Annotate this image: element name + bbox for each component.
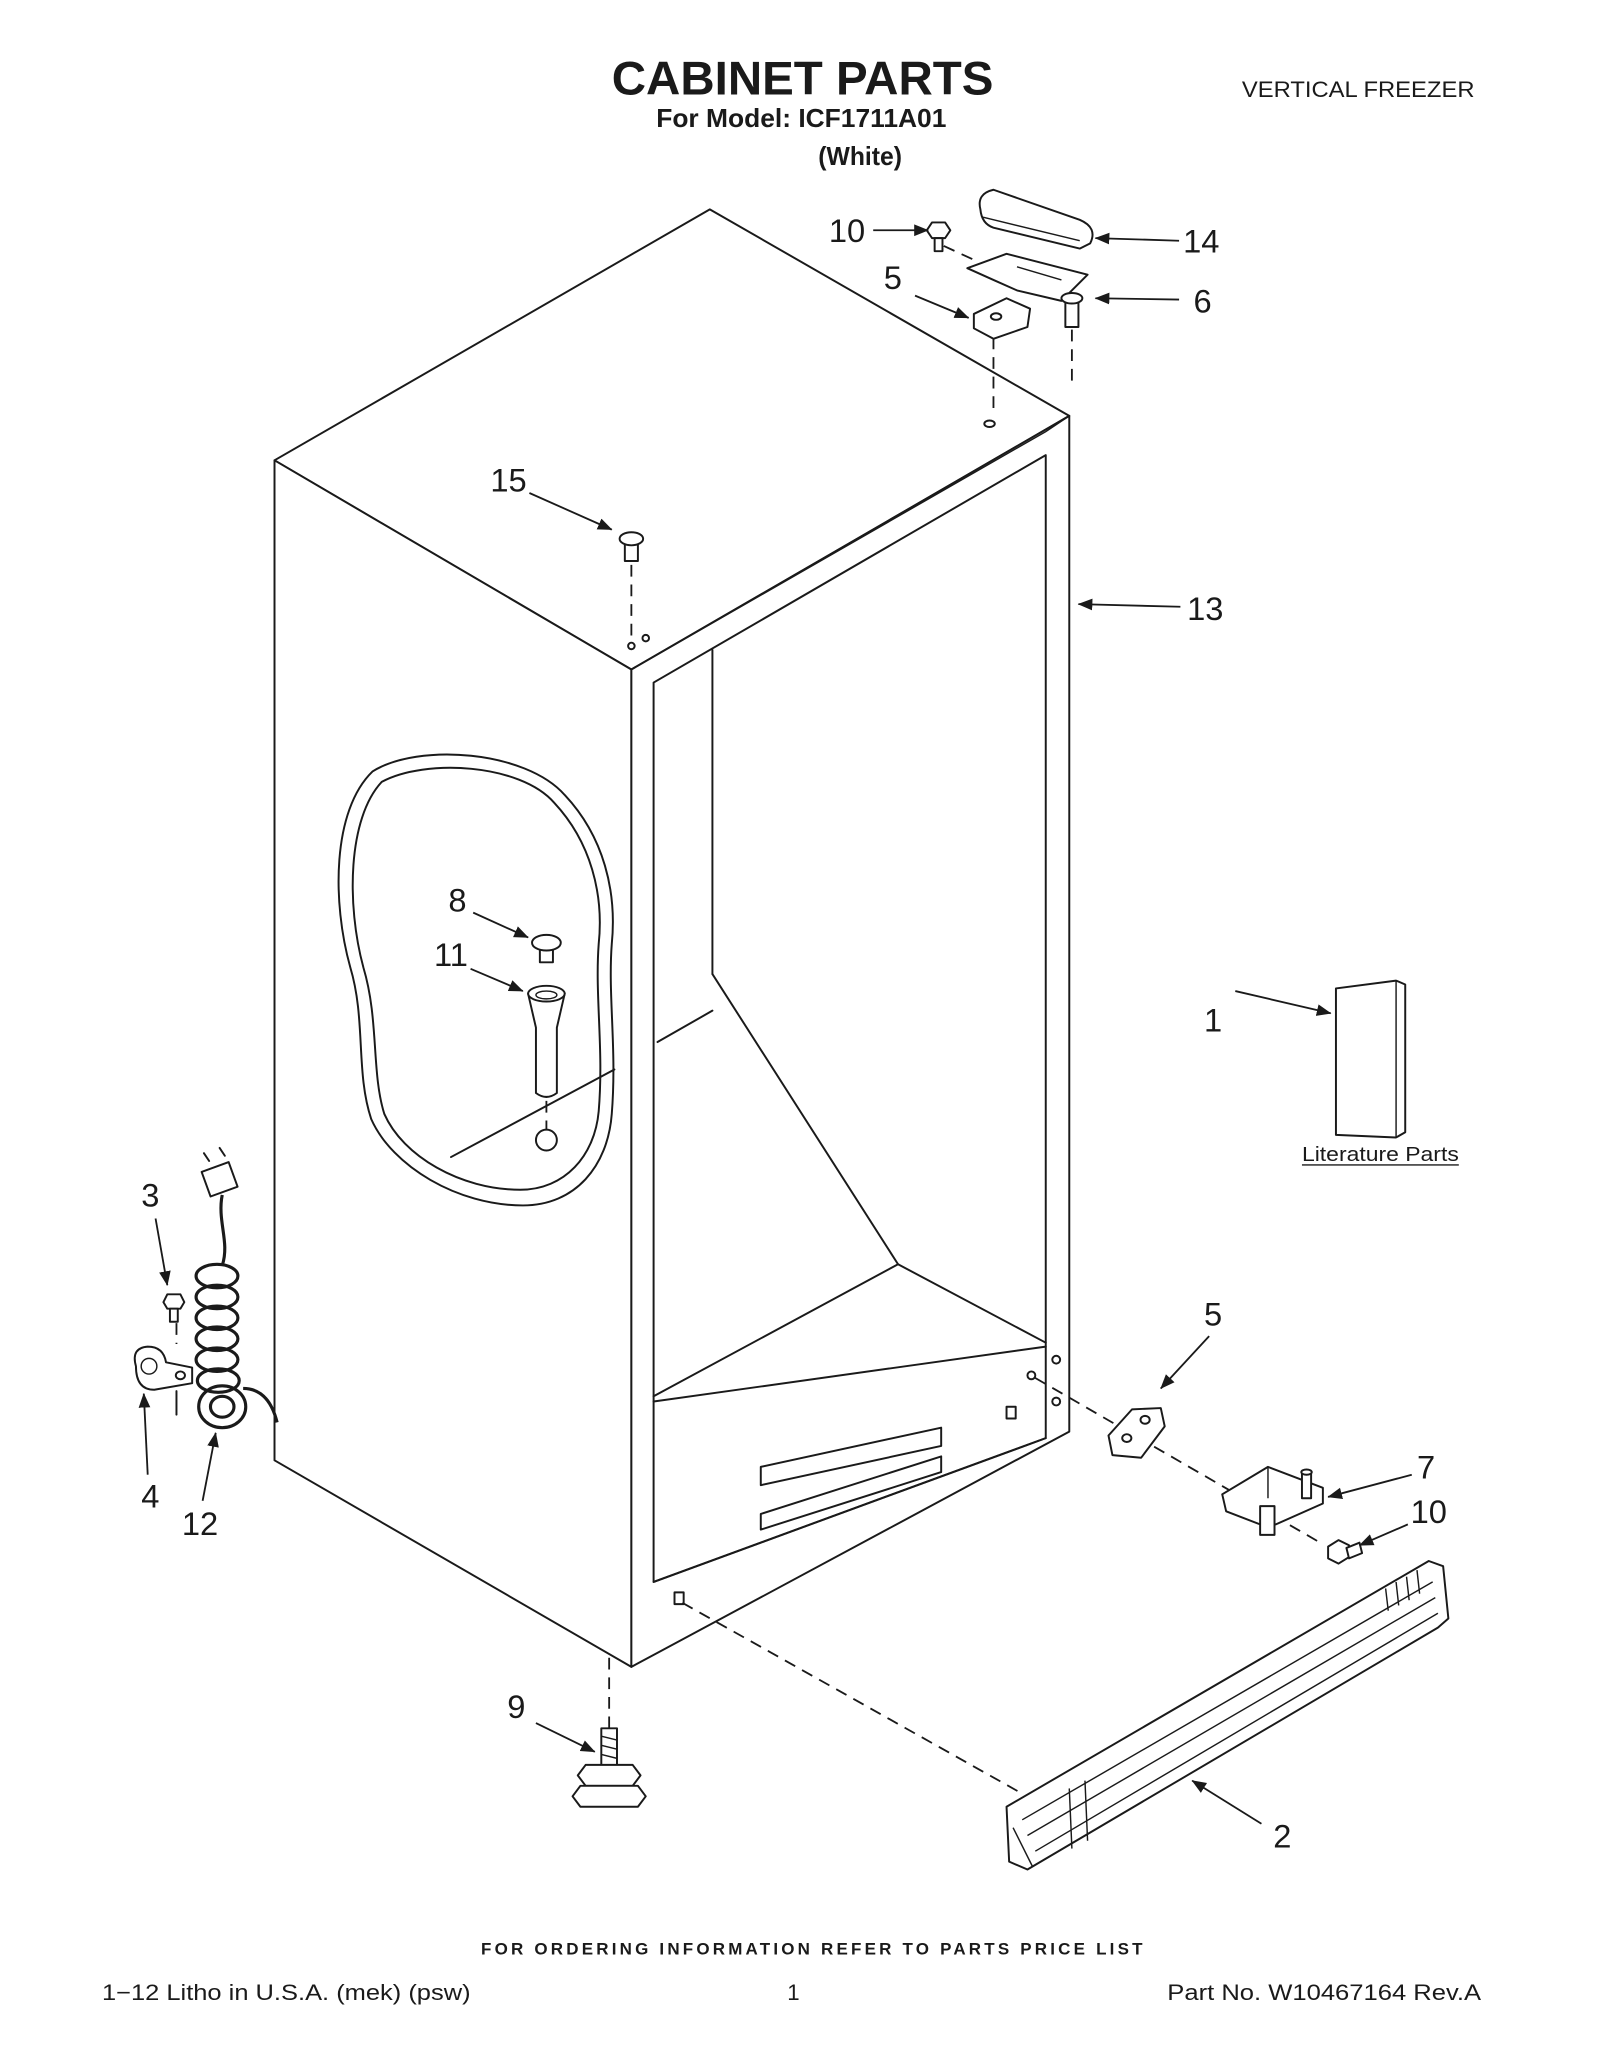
arrow-14 <box>1094 232 1180 245</box>
callout-4: 4 <box>141 1477 159 1514</box>
callout-8: 8 <box>448 881 466 918</box>
part-7-bottom-hinge <box>1221 1465 1324 1536</box>
cutaway-liner-edge <box>450 1068 616 1159</box>
part-number: Part No. W10467164 Rev.A <box>1167 1980 1481 2005</box>
arrow-5-top <box>914 294 970 319</box>
callout-6: 6 <box>1194 283 1212 320</box>
frame-bottom-edge <box>652 1437 1047 1583</box>
side-hole-lower <box>1051 1396 1062 1407</box>
leader-arrows <box>138 224 1412 1825</box>
arrow-8 <box>472 911 529 939</box>
interior-floor-right <box>897 1263 1047 1344</box>
part-5-bottom-shim <box>1107 1407 1166 1459</box>
side-hole-upper <box>1051 1354 1062 1365</box>
part-5-top-shim <box>972 297 1032 340</box>
part-10-top-screw <box>925 221 952 253</box>
part-15-plug <box>618 531 645 562</box>
drain-hole <box>534 1128 558 1152</box>
product-type: VERTICAL FREEZER <box>1242 77 1475 102</box>
callout-13: 13 <box>1187 590 1223 627</box>
callout-15: 15 <box>490 462 526 499</box>
part-9-leveling-leg <box>571 1727 647 1808</box>
kick-slot-upper <box>759 1426 943 1487</box>
dash-bottom-hinge <box>1034 1377 1321 1544</box>
callout-7: 7 <box>1417 1449 1435 1486</box>
literature-parts-label: Literature Parts <box>1302 1144 1459 1166</box>
callout-2: 2 <box>1273 1817 1291 1854</box>
arrow-10-bottom <box>1358 1523 1409 1547</box>
top-hinge-hole <box>983 419 996 428</box>
cabinet-left-side <box>273 459 633 1668</box>
part-14-hinge-cover <box>978 188 1094 250</box>
arrow-3 <box>154 1218 171 1286</box>
dash-top-screw <box>943 245 979 263</box>
assembly-lines <box>175 245 1321 1795</box>
arrow-2 <box>1191 1779 1262 1825</box>
callout-10-bottom: 10 <box>1411 1493 1447 1530</box>
kick-slot-lower <box>759 1455 943 1531</box>
part-12-power-cord <box>194 1146 279 1430</box>
arrow-11 <box>470 967 524 992</box>
frame-square-left <box>673 1591 685 1606</box>
callout-5-top: 5 <box>884 259 902 296</box>
callout-5-bottom: 5 <box>1204 1296 1222 1333</box>
callout-9: 9 <box>507 1688 525 1725</box>
page-number: 1 <box>787 1980 799 2005</box>
cutaway-outline-inner <box>351 766 602 1191</box>
arrow-5-bottom <box>1160 1335 1210 1390</box>
interior-edge <box>656 1009 714 1044</box>
top-plug-hole-b <box>641 633 650 643</box>
part-3-clamp-screw <box>162 1293 186 1323</box>
litho-line: 1−12 Litho in U.S.A. (mek) (psw) <box>102 1980 471 2005</box>
ordering-note: FOR ORDERING INFORMATION REFER TO PARTS … <box>481 1939 1143 1958</box>
arrow-6 <box>1094 292 1180 305</box>
arrow-15 <box>529 492 613 531</box>
callout-11: 11 <box>434 936 468 973</box>
page-title: CABINET PARTS <box>612 51 994 104</box>
cutaway-outline-outer <box>337 753 615 1207</box>
part-8-drain-plug <box>531 933 562 964</box>
callout-labels: 10 14 5 6 15 13 8 11 1 3 5 7 10 4 12 9 2 <box>141 212 1447 1854</box>
interior-floor-diagonal <box>711 973 900 1266</box>
side-cutaway <box>337 753 616 1207</box>
top-plug-hole-a <box>627 641 636 651</box>
callout-10-top: 10 <box>829 212 865 249</box>
arrow-7 <box>1327 1473 1412 1500</box>
arrow-9 <box>535 1722 596 1753</box>
callout-14: 14 <box>1183 222 1219 259</box>
dash-grille <box>681 1602 1023 1795</box>
arrow-13 <box>1077 598 1181 611</box>
frame-square-right <box>1005 1405 1017 1420</box>
arrow-1 <box>1235 990 1332 1016</box>
arrow-4 <box>138 1392 151 1475</box>
part-6-top-hinge <box>966 252 1089 328</box>
callout-12: 12 <box>182 1505 218 1542</box>
cabinet-13 <box>273 208 1071 1668</box>
kick-panel-top <box>652 1345 1047 1403</box>
hinge-hole <box>1026 1370 1037 1381</box>
color-line: (White) <box>818 141 902 171</box>
arrow-12 <box>201 1432 219 1502</box>
callout-3: 3 <box>141 1177 159 1214</box>
interior-floor-left <box>652 1263 900 1398</box>
part-4-cord-clamp <box>133 1345 194 1391</box>
part-10-bottom-screw <box>1327 1539 1364 1565</box>
frame-bevel <box>631 415 1070 671</box>
callout-1: 1 <box>1204 1002 1222 1039</box>
part-11-drain-tube <box>527 984 566 1098</box>
part-2-toe-grille <box>1005 1560 1450 1871</box>
model-line: For Model: ICF1711A01 <box>656 103 946 133</box>
part-1-literature-book <box>1334 979 1407 1139</box>
